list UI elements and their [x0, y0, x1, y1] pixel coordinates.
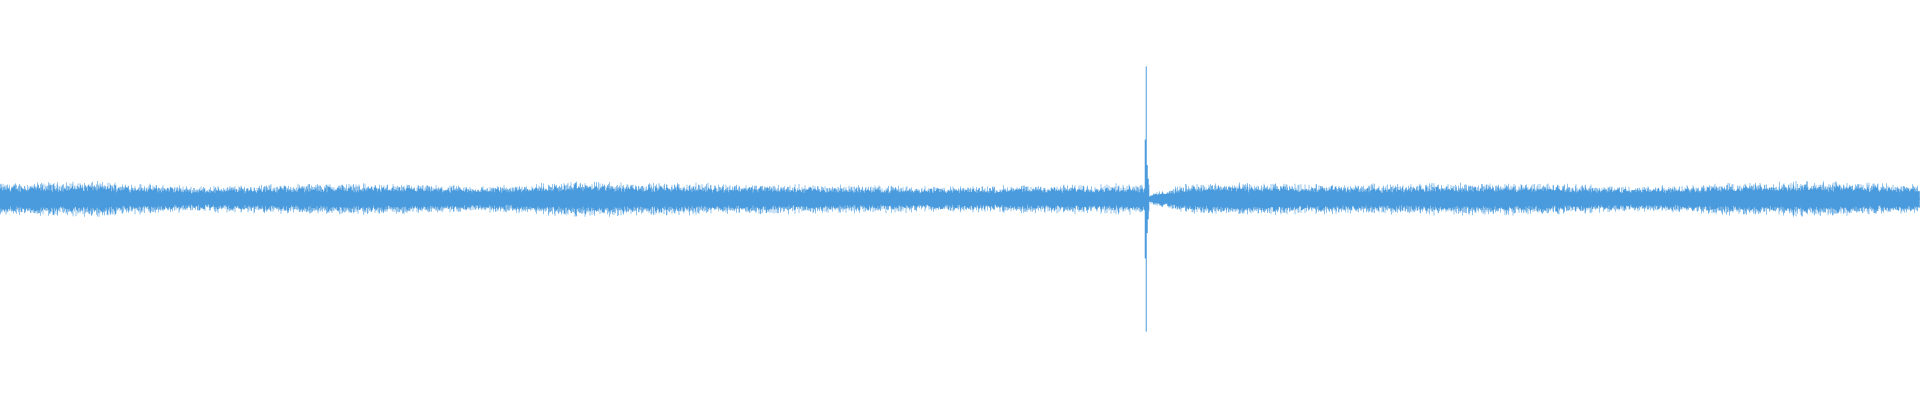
- waveform-spike: [1144, 66, 1149, 332]
- plot-area: [0, 66, 1920, 332]
